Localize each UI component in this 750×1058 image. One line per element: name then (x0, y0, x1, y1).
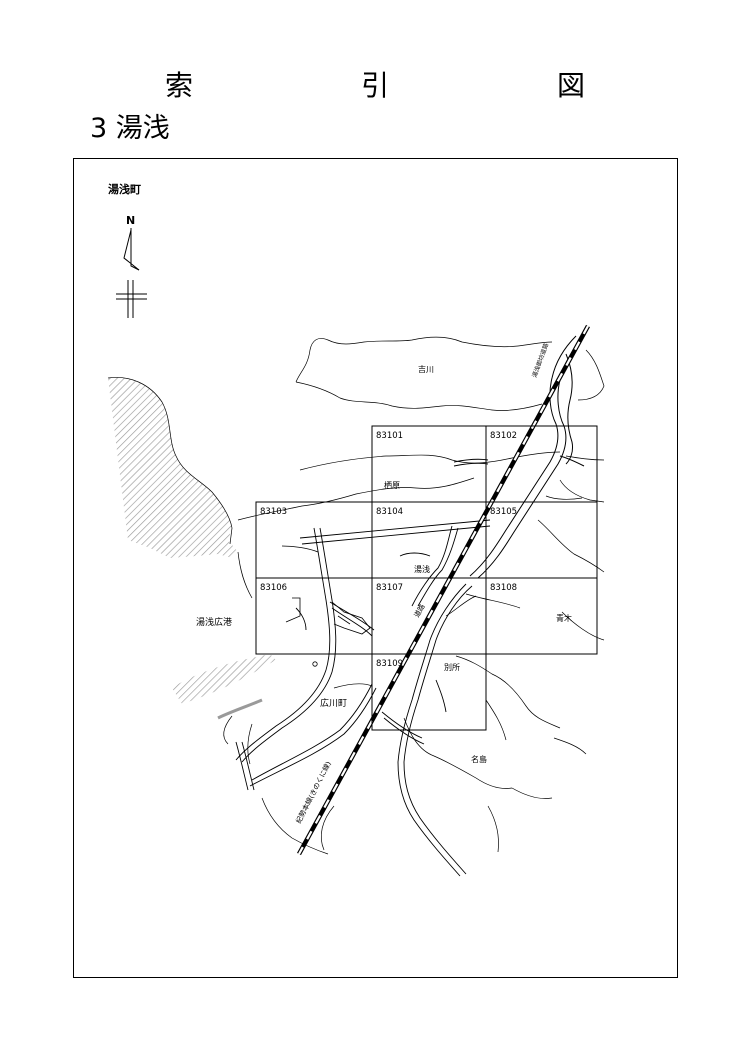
landmark-circle-icon (312, 661, 318, 667)
sheet-label-83103: 83103 (260, 507, 287, 517)
area-subtitle: 3 湯浅 (90, 113, 170, 144)
place-hirokawa: 広川町 (320, 697, 347, 709)
sheet-label-83109: 83109 (376, 659, 403, 669)
coastline (107, 377, 276, 720)
harbor-piers (285, 597, 371, 635)
place-aoki: 青木 (556, 613, 572, 623)
boundary-lines (223, 336, 605, 855)
sheet-label-83104: 83104 (376, 507, 403, 517)
place-najima: 名島 (471, 754, 487, 764)
sheet-grid (255, 425, 598, 731)
sheet-label-83102: 83102 (490, 431, 517, 441)
town-label: 湯浅町 (108, 182, 141, 196)
place-yoshikawa: 吉川 (418, 365, 434, 374)
north-arrow-icon: N (116, 214, 147, 318)
sheet-label-83105: 83105 (490, 507, 517, 517)
sheet-83109 (371, 653, 487, 731)
roads (235, 458, 491, 877)
index-title: 索 引 図 (164, 69, 655, 102)
place-kurihara: 栖原 (384, 480, 400, 490)
railway-line (297, 324, 590, 856)
sheet-label-83107: 83107 (376, 583, 403, 593)
map-frame (73, 158, 678, 978)
sheet-label-83101: 83101 (376, 431, 403, 441)
sheet-label-83108: 83108 (490, 583, 517, 593)
expressway-label-short: 道路 (412, 602, 427, 619)
place-yuasa-port: 湯浅広港 (196, 616, 232, 628)
north-label: N (126, 214, 135, 227)
expressway-label-north: 湯浅御坊道路 (530, 342, 550, 379)
sheet-labels: 83101 83102 83103 83104 83105 83106 8310… (260, 431, 517, 669)
place-yuasa: 湯浅 (414, 564, 430, 574)
sheet-label-83106: 83106 (260, 583, 287, 593)
place-bessho: 別所 (444, 662, 460, 672)
sheet-83108 (485, 577, 598, 655)
expressway (469, 335, 585, 579)
